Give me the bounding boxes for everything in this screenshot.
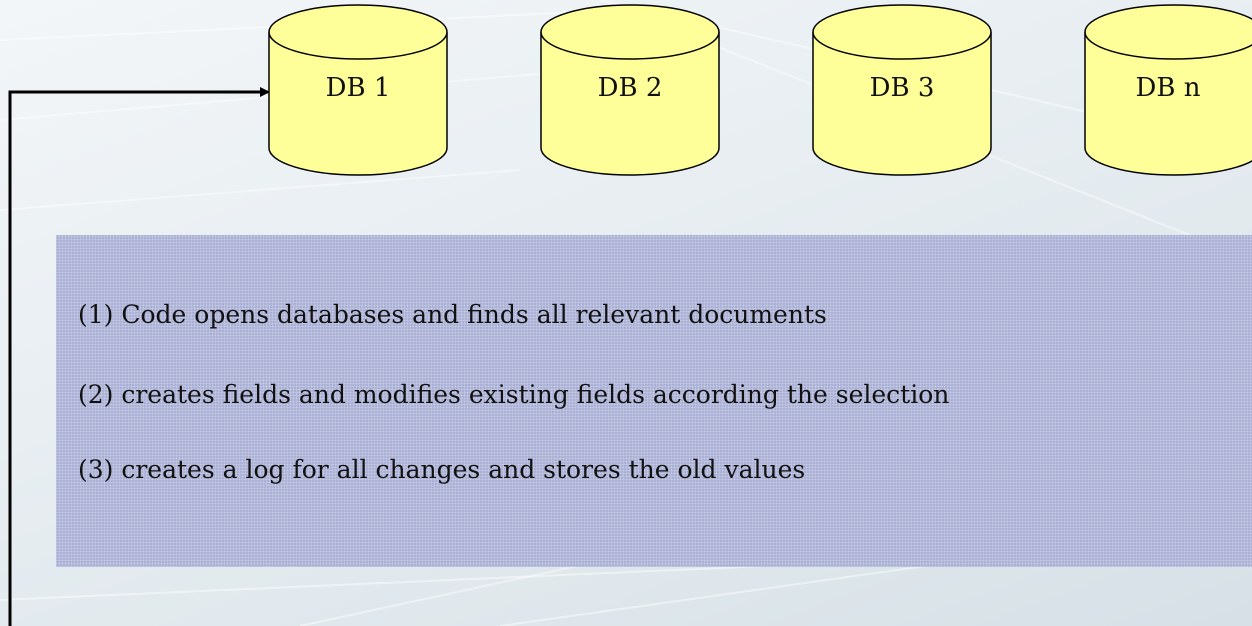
database-cylinder-n: DB n (1084, 0, 1252, 180)
step-create-log: (3) creates a log for all changes and st… (78, 455, 806, 484)
database-cylinder-1: DB 1 (268, 0, 448, 180)
database-label: DB n (1135, 73, 1201, 103)
database-icon (812, 4, 992, 176)
database-cylinder-2: DB 2 (540, 0, 720, 180)
database-label: DB 1 (325, 73, 391, 103)
database-icon (1084, 4, 1252, 176)
database-icon (540, 4, 720, 176)
step-modify-fields: (2) creates fields and modifies existing… (78, 380, 950, 409)
process-steps-panel: (1) Code opens databases and finds all r… (56, 235, 1252, 567)
database-label: DB 2 (597, 73, 663, 103)
database-label: DB 3 (869, 73, 935, 103)
step-open-databases: (1) Code opens databases and finds all r… (78, 300, 827, 329)
database-cylinder-3: DB 3 (812, 0, 992, 180)
database-icon (268, 4, 448, 176)
